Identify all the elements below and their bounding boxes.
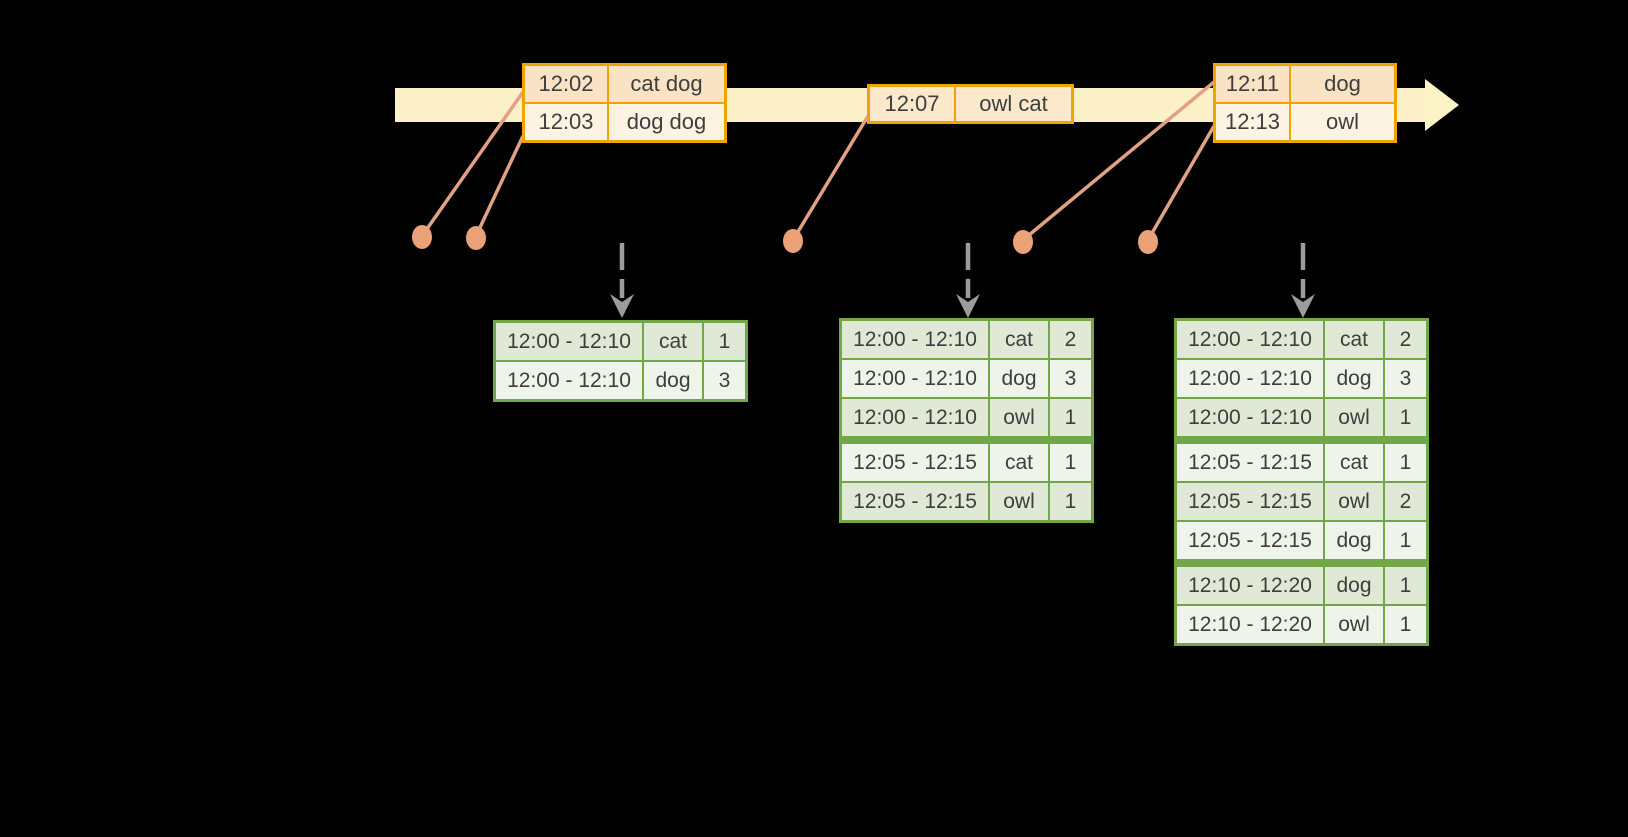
window-range: 12:00 - 12:10 bbox=[1177, 360, 1323, 397]
count: 1 bbox=[1050, 399, 1091, 436]
event-time: 12:11 bbox=[1216, 66, 1291, 102]
window-range: 12:00 - 12:10 bbox=[496, 362, 642, 399]
count: 1 bbox=[1385, 399, 1426, 436]
window-range: 12:00 - 12:10 bbox=[842, 399, 988, 436]
input-row: 12:03 dog dog bbox=[525, 102, 724, 140]
event-words: cat dog bbox=[609, 66, 724, 102]
count: 3 bbox=[1050, 360, 1091, 397]
event-words: dog bbox=[1291, 66, 1394, 102]
trigger-arrowhead-icon bbox=[1291, 294, 1315, 318]
word: cat bbox=[1325, 321, 1383, 358]
trigger-arrowhead-icon bbox=[956, 294, 980, 318]
count: 2 bbox=[1050, 321, 1091, 358]
trigger-arrows bbox=[610, 243, 1315, 318]
result-row: 12:05 - 12:15 owl 2 bbox=[1177, 483, 1426, 520]
word: dog bbox=[1325, 567, 1383, 604]
result-row: 12:05 - 12:15 owl 1 bbox=[842, 483, 1091, 520]
window-range: 12:10 - 12:20 bbox=[1177, 606, 1323, 643]
result-table-1: 12:00 - 12:10 cat 1 12:00 - 12:10 dog 3 bbox=[493, 320, 748, 402]
count: 1 bbox=[1050, 483, 1091, 520]
result-row: 12:05 - 12:15 dog 1 bbox=[1177, 522, 1426, 559]
result-row: 12:00 - 12:10 dog 3 bbox=[496, 362, 745, 399]
event-time: 12:02 bbox=[525, 66, 609, 102]
word: cat bbox=[644, 323, 702, 360]
input-table-3: 12:11 dog 12:13 owl bbox=[1213, 63, 1397, 143]
count: 2 bbox=[1385, 321, 1426, 358]
result-table-2: 12:00 - 12:10 cat 2 12:00 - 12:10 dog 3 … bbox=[839, 318, 1094, 523]
count: 1 bbox=[1050, 444, 1091, 481]
input-row: 12:07 owl cat bbox=[870, 87, 1071, 121]
window-range: 12:00 - 12:10 bbox=[496, 323, 642, 360]
window-range: 12:05 - 12:15 bbox=[1177, 483, 1323, 520]
window-range: 12:05 - 12:15 bbox=[1177, 522, 1323, 559]
event-words: dog dog bbox=[609, 104, 724, 140]
event-words: owl cat bbox=[956, 87, 1071, 121]
word: dog bbox=[1325, 360, 1383, 397]
event-dot bbox=[1013, 230, 1033, 254]
result-row: 12:05 - 12:15 cat 1 bbox=[842, 444, 1091, 481]
word: dog bbox=[644, 362, 702, 399]
result-row: 12:10 - 12:20 owl 1 bbox=[1177, 606, 1426, 643]
window-range: 12:05 - 12:15 bbox=[842, 483, 988, 520]
event-words: owl bbox=[1291, 104, 1394, 140]
word: cat bbox=[1325, 444, 1383, 481]
input-table-2: 12:07 owl cat bbox=[867, 84, 1074, 124]
event-time: 12:13 bbox=[1216, 104, 1291, 140]
count: 1 bbox=[1385, 444, 1426, 481]
word: owl bbox=[1325, 606, 1383, 643]
word: owl bbox=[1325, 399, 1383, 436]
result-table-3: 12:00 - 12:10 cat 2 12:00 - 12:10 dog 3 … bbox=[1174, 318, 1429, 646]
count: 3 bbox=[1385, 360, 1426, 397]
count: 1 bbox=[704, 323, 745, 360]
result-row: 12:10 - 12:20 dog 1 bbox=[1177, 567, 1426, 604]
word: dog bbox=[990, 360, 1048, 397]
window-range: 12:00 - 12:10 bbox=[1177, 321, 1323, 358]
window-range: 12:10 - 12:20 bbox=[1177, 567, 1323, 604]
word: owl bbox=[990, 399, 1048, 436]
window-range: 12:05 - 12:15 bbox=[1177, 444, 1323, 481]
result-row: 12:00 - 12:10 dog 3 bbox=[842, 360, 1091, 397]
event-connector-line bbox=[474, 135, 525, 237]
event-dots bbox=[412, 225, 1158, 254]
word: cat bbox=[990, 321, 1048, 358]
result-row: 12:00 - 12:10 owl 1 bbox=[842, 399, 1091, 436]
window-range: 12:00 - 12:10 bbox=[1177, 399, 1323, 436]
window-range: 12:00 - 12:10 bbox=[842, 360, 988, 397]
count: 1 bbox=[1385, 522, 1426, 559]
input-row: 12:02 cat dog bbox=[525, 66, 724, 102]
event-connector-line bbox=[1146, 125, 1216, 241]
count: 3 bbox=[704, 362, 745, 399]
word: owl bbox=[1325, 483, 1383, 520]
event-time: 12:07 bbox=[870, 87, 956, 121]
input-table-1: 12:02 cat dog 12:03 dog dog bbox=[522, 63, 727, 143]
count: 2 bbox=[1385, 483, 1426, 520]
word: dog bbox=[1325, 522, 1383, 559]
result-row: 12:05 - 12:15 cat 1 bbox=[1177, 444, 1426, 481]
result-row: 12:00 - 12:10 cat 2 bbox=[842, 321, 1091, 358]
word: cat bbox=[990, 444, 1048, 481]
event-dot bbox=[1138, 230, 1158, 254]
result-row: 12:00 - 12:10 cat 1 bbox=[496, 323, 745, 360]
event-dot bbox=[783, 229, 803, 253]
count: 1 bbox=[1385, 606, 1426, 643]
event-dot bbox=[412, 225, 432, 249]
event-dot bbox=[466, 226, 486, 250]
trigger-arrowhead-icon bbox=[610, 294, 634, 318]
result-row: 12:00 - 12:10 owl 1 bbox=[1177, 399, 1426, 436]
input-row: 12:13 owl bbox=[1216, 102, 1394, 140]
window-range: 12:05 - 12:15 bbox=[842, 444, 988, 481]
input-row: 12:11 dog bbox=[1216, 66, 1394, 102]
count: 1 bbox=[1385, 567, 1426, 604]
event-connector-line bbox=[791, 115, 870, 241]
result-row: 12:00 - 12:10 cat 2 bbox=[1177, 321, 1426, 358]
timeline-arrowhead-icon bbox=[1425, 79, 1459, 131]
word: owl bbox=[990, 483, 1048, 520]
event-time: 12:03 bbox=[525, 104, 609, 140]
window-range: 12:00 - 12:10 bbox=[842, 321, 988, 358]
result-row: 12:00 - 12:10 dog 3 bbox=[1177, 360, 1426, 397]
